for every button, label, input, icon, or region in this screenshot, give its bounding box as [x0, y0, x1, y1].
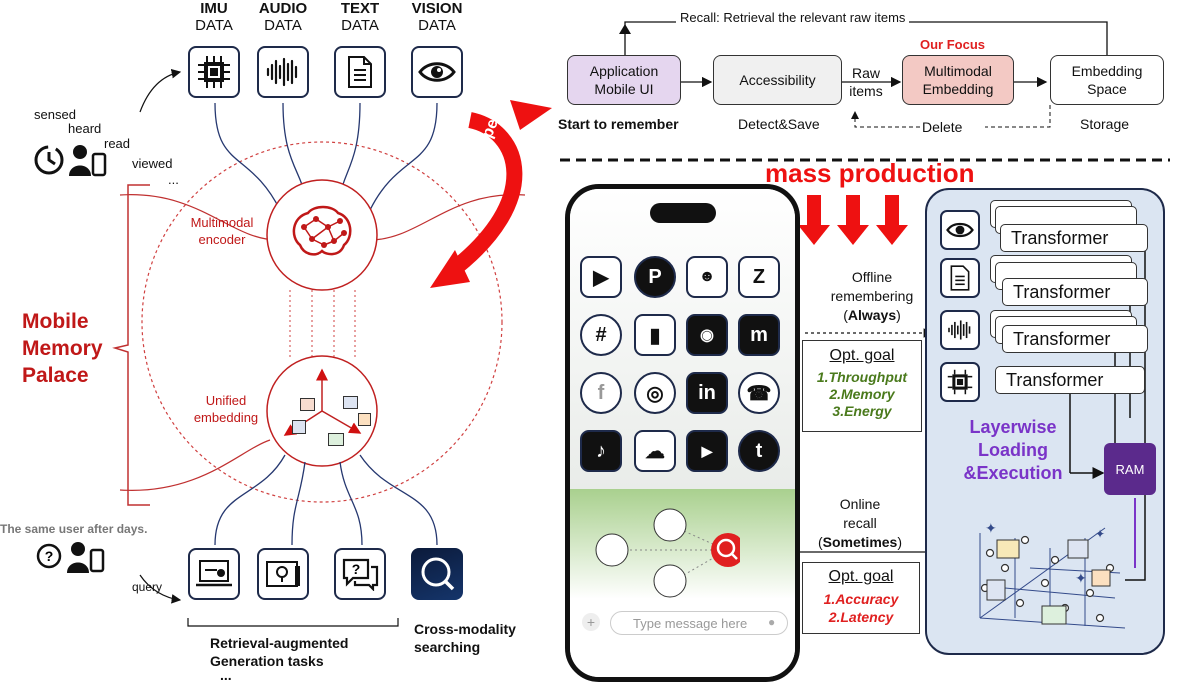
sensed-word: sensed — [34, 107, 76, 122]
svg-text:?: ? — [45, 548, 54, 564]
chat-search-graphic — [595, 508, 740, 598]
panel-chip-icon — [940, 362, 980, 402]
dribbble-icon[interactable]: ◎ — [634, 372, 676, 414]
plus-icon[interactable]: + — [582, 613, 600, 631]
document-icon — [334, 46, 386, 98]
mini-eye-icon — [300, 398, 315, 411]
twitch-icon[interactable]: ▮ — [634, 314, 676, 356]
mini-wave-icon — [343, 396, 358, 409]
viewed-word: viewed — [132, 156, 173, 171]
facebook-icon[interactable]: f — [580, 372, 622, 414]
recall-text: Recall: Retrieval the relevant raw items — [676, 10, 910, 25]
panel-wave-icon — [940, 310, 980, 350]
mini-doc-icon — [292, 420, 306, 434]
presentation-icon — [188, 548, 240, 600]
same-user-text: The same user after days. — [0, 522, 148, 536]
chat-question-icon: ? — [334, 548, 386, 600]
our-focus-text: Our Focus — [920, 37, 986, 52]
history-user-icon — [32, 142, 112, 183]
discord-icon[interactable]: ◉ — [686, 314, 728, 356]
panel-eye-icon — [940, 210, 980, 250]
svg-text:?: ? — [352, 561, 361, 577]
message-input[interactable]: Type message here — [610, 611, 788, 635]
whatsapp-icon[interactable]: ☎ — [738, 372, 780, 414]
phone-notch — [650, 203, 716, 223]
eye-icon — [411, 46, 463, 98]
panel-lines: ✦ ✦ ✦ — [979, 233, 1146, 629]
mini-eye2-icon — [328, 433, 344, 446]
mastodon-icon[interactable]: m — [738, 314, 780, 356]
blueprint-icon — [257, 548, 309, 600]
tumblr-icon[interactable]: t — [738, 430, 780, 472]
transformer-audio: Transformer — [1002, 325, 1148, 353]
svg-text:✦: ✦ — [1095, 527, 1105, 541]
delete-text: Delete — [922, 119, 963, 135]
chip-icon — [188, 46, 240, 98]
mini-chip-icon — [358, 413, 371, 426]
brain-icon — [290, 205, 354, 268]
svg-text:✦: ✦ — [985, 520, 997, 536]
waveform-icon — [257, 46, 309, 98]
read-word: read — [104, 136, 131, 151]
tiktok-icon[interactable]: ♪ — [580, 430, 622, 472]
start-text: Start to remember — [558, 116, 679, 132]
transformer-imu: Transformer — [995, 366, 1145, 394]
search-app-icon — [411, 548, 463, 600]
pinterest-icon[interactable]: P — [634, 256, 676, 298]
video-app-icon[interactable]: ▶ — [580, 256, 622, 298]
contacts-icon[interactable]: ☻ — [686, 256, 728, 298]
storage-text: Storage — [1080, 116, 1130, 132]
ram-chip: RAM — [1104, 443, 1156, 495]
youtube-icon[interactable]: ▶ — [686, 430, 728, 472]
mass-production-title: mass production — [765, 158, 975, 188]
mic-icon[interactable]: ● — [768, 615, 776, 629]
transformer-vision: Transformer — [1000, 224, 1148, 252]
query-label: query — [132, 580, 163, 594]
ellipsis-word: ... — [168, 172, 179, 187]
transformer-text: Transformer — [1002, 278, 1148, 306]
hashtag-icon[interactable]: # — [580, 314, 622, 356]
accessibility-box: Accessibility — [713, 55, 842, 105]
question-user-icon: ? — [36, 540, 108, 579]
svg-text:✦: ✦ — [1075, 570, 1087, 586]
detect-text: Detect&Save — [738, 116, 820, 132]
linkedin-icon[interactable]: in — [686, 372, 728, 414]
panel-doc-icon — [940, 258, 980, 298]
heard-word: heard — [68, 121, 102, 136]
deviantart-icon[interactable]: Z — [738, 256, 780, 298]
snapchat-icon[interactable]: ☁ — [634, 430, 676, 472]
